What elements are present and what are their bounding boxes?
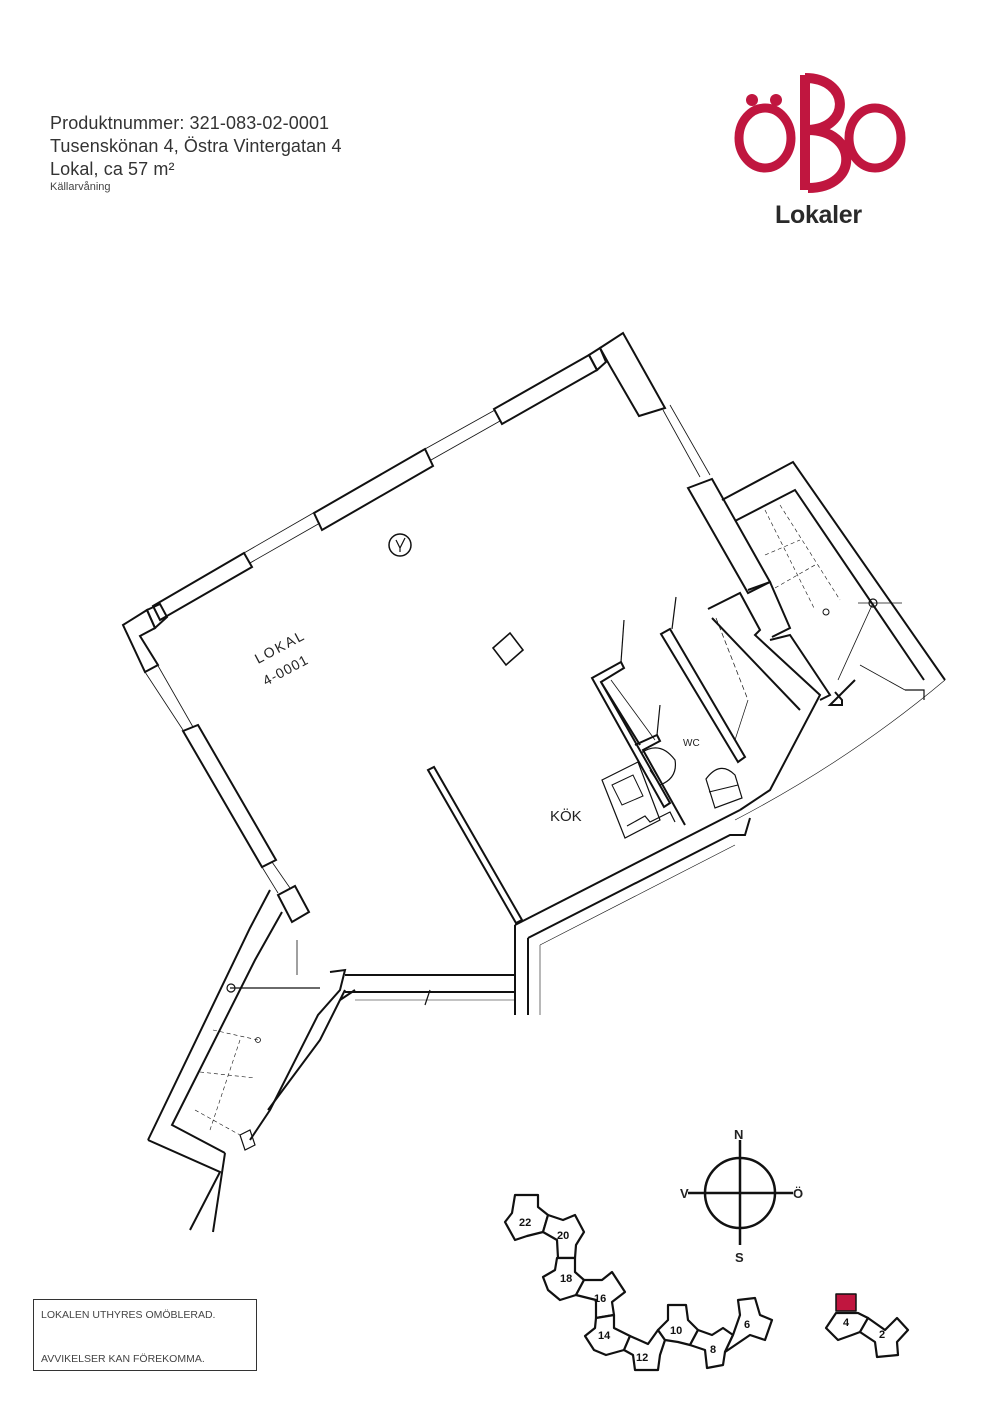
building-16 xyxy=(574,1270,627,1320)
building-4 xyxy=(824,1311,870,1342)
building-22 xyxy=(503,1193,550,1242)
building-4-highlight xyxy=(835,1293,857,1312)
product-number: Produktnummer: 321-083-02-0001 xyxy=(50,113,330,133)
notice-unfurnished: LOKALEN UTHYRES OMÖBLERAD. xyxy=(41,1309,216,1321)
floor-level: Källarvåning xyxy=(50,181,111,193)
building-18 xyxy=(541,1256,586,1302)
site-map xyxy=(503,1193,910,1372)
stairwell-southwest xyxy=(147,889,347,1233)
column-icon xyxy=(491,631,525,667)
compass-east: Ö xyxy=(793,1186,803,1201)
building-label-12: 12 xyxy=(636,1352,648,1364)
building-label-18: 18 xyxy=(560,1273,572,1285)
obo-logo-icon xyxy=(734,73,906,193)
building-6 xyxy=(723,1296,774,1354)
compass-north: N xyxy=(734,1127,743,1142)
building-label-6: 6 xyxy=(744,1319,750,1331)
south-walls xyxy=(339,809,751,1015)
building-12 xyxy=(622,1328,667,1372)
building-label-14: 14 xyxy=(598,1330,611,1342)
compass-west: V xyxy=(680,1186,689,1201)
notice-box: LOKALEN UTHYRES OMÖBLERAD. AVVIKELSER KA… xyxy=(33,1299,257,1371)
building-label-8: 8 xyxy=(710,1344,716,1356)
obo-lokaler-logo: Lokaler xyxy=(730,70,910,235)
wc-label: WC xyxy=(683,738,700,749)
left-walls xyxy=(144,663,311,924)
compass xyxy=(688,1140,793,1245)
building-14 xyxy=(583,1313,632,1357)
drain-icon xyxy=(388,533,412,557)
stairwell-east xyxy=(721,460,946,821)
building-label-16: 16 xyxy=(594,1293,606,1305)
address: Tusenskönan 4, Östra Vintergatan 4 xyxy=(50,136,342,156)
building-label-10: 10 xyxy=(670,1325,682,1337)
notice-deviations: AVVIKELSER KAN FÖREKOMMA. xyxy=(41,1353,205,1365)
building-2 xyxy=(858,1316,910,1359)
facade-walls xyxy=(121,331,772,674)
premises-size: Lokal, ca 57 m² xyxy=(50,159,175,179)
compass-south: S xyxy=(735,1250,744,1265)
kitchen-label: KÖK xyxy=(550,807,582,825)
wc-block xyxy=(590,591,822,839)
building-10 xyxy=(656,1303,700,1347)
building-label-20: 20 xyxy=(557,1230,569,1242)
building-label-2: 2 xyxy=(879,1329,885,1341)
building-label-22: 22 xyxy=(519,1217,531,1229)
kitchen-partition xyxy=(426,765,524,925)
logo-caption: Lokaler xyxy=(775,201,862,229)
building-20 xyxy=(541,1213,586,1260)
building-8 xyxy=(688,1326,735,1370)
building-label-4: 4 xyxy=(843,1317,850,1329)
property-info: Produktnummer: 321-083-02-0001 Tusenskön… xyxy=(50,112,342,194)
